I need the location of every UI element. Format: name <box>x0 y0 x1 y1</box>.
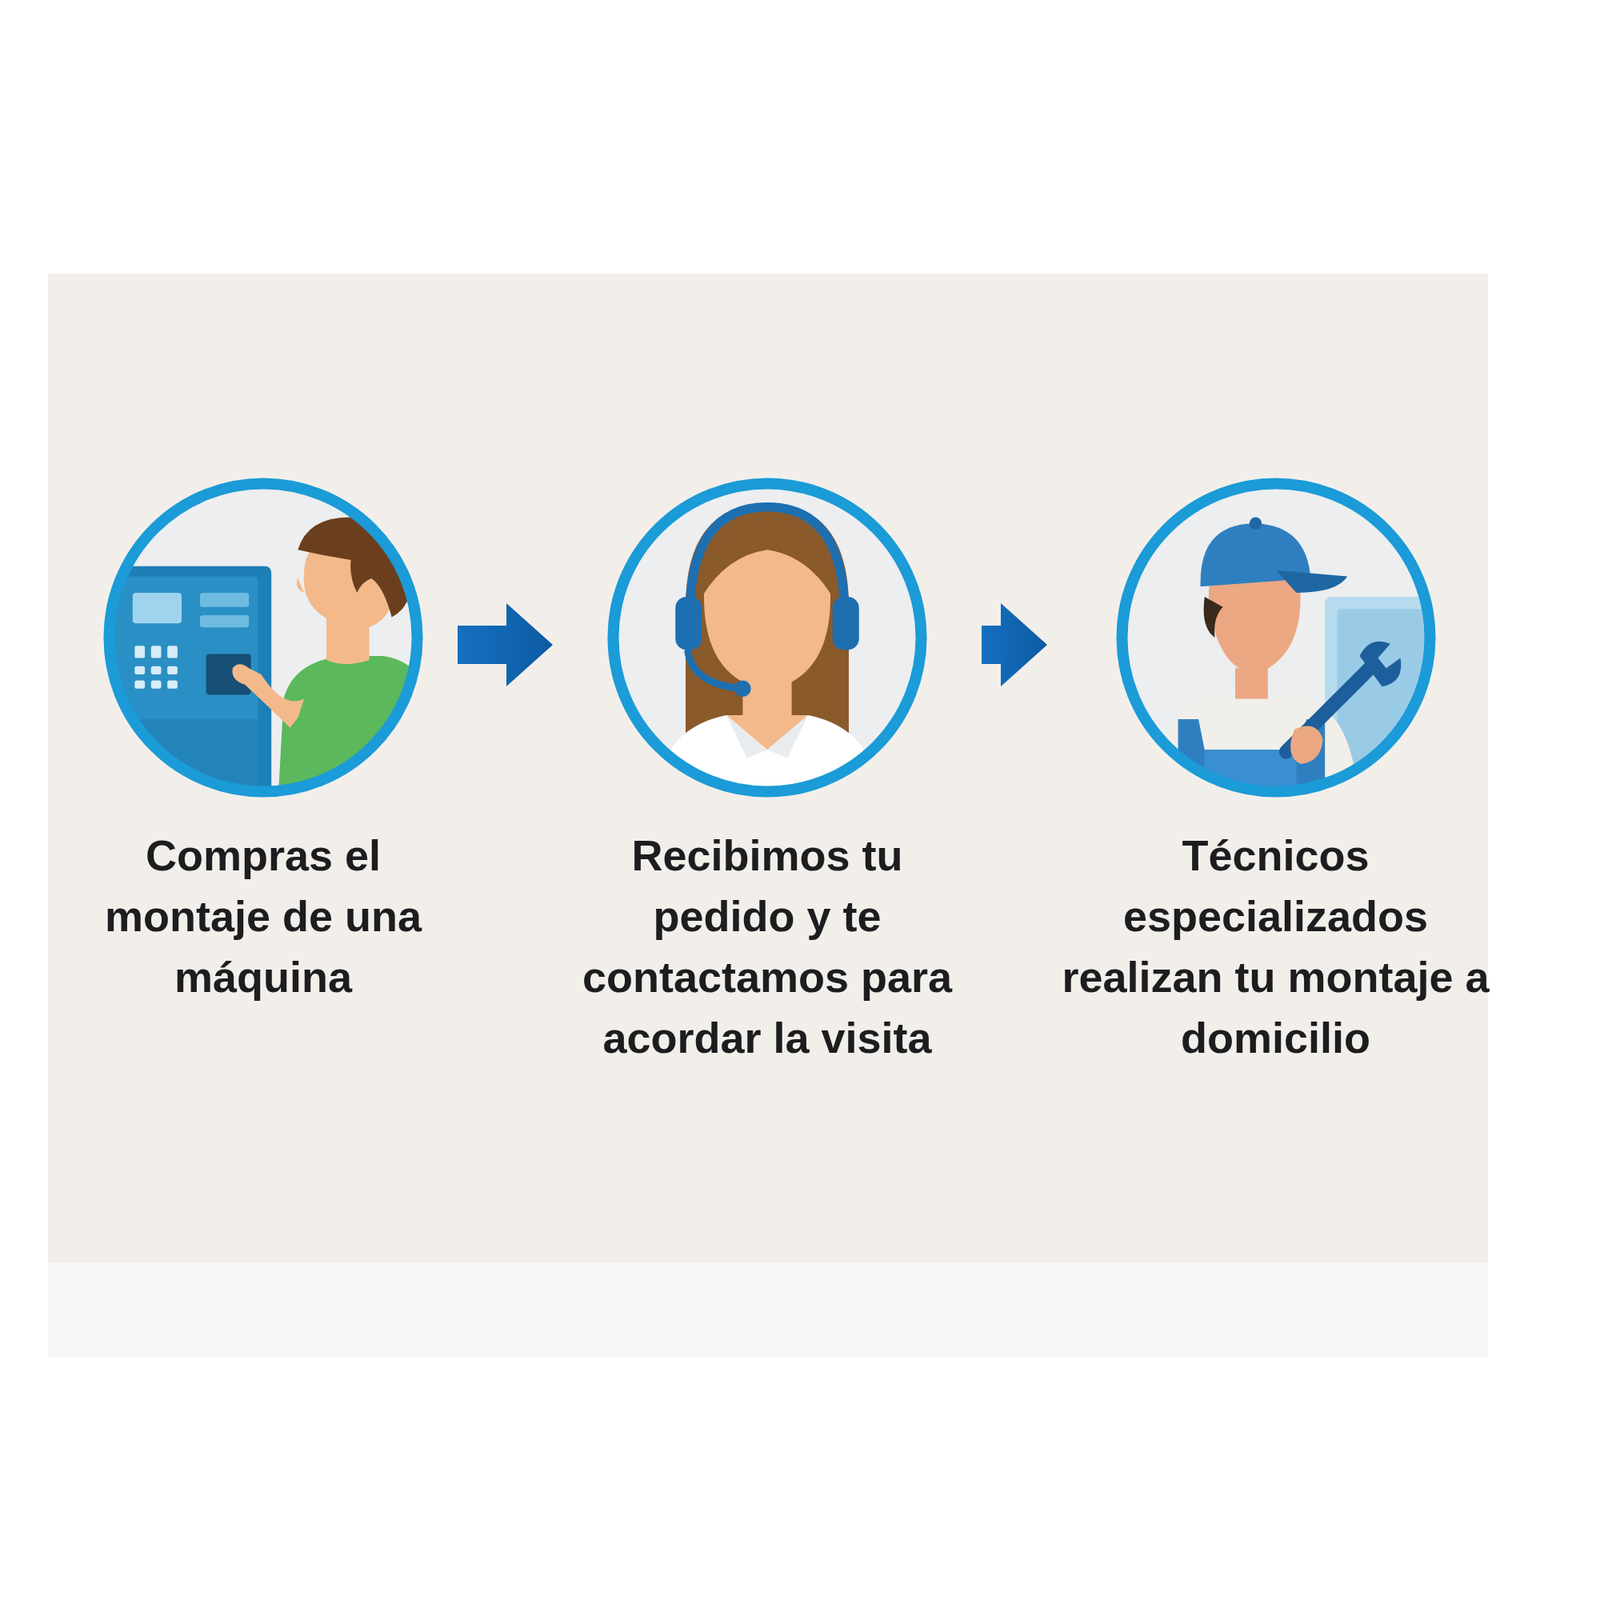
figure-part <box>734 680 751 697</box>
step-caption: Recibimos tu pedido y te contactamos par… <box>563 824 972 1068</box>
figure-part <box>151 680 162 689</box>
figure-part <box>284 696 332 750</box>
illustration <box>1153 517 1440 801</box>
step-node: Técnicos especializados realizan tu mont… <box>1053 474 1498 1068</box>
figure-part <box>1290 726 1324 765</box>
figure-part <box>151 645 162 658</box>
circle-border <box>1121 483 1430 792</box>
figure-part <box>232 664 304 732</box>
figure-part <box>167 645 178 658</box>
figure-part <box>296 578 304 593</box>
figure-part <box>200 615 249 628</box>
headset-mic <box>688 649 744 688</box>
beige-panel <box>48 273 1488 1263</box>
illustration <box>100 516 427 801</box>
figure-part <box>675 596 702 650</box>
step-icon <box>604 474 931 801</box>
figure-part <box>134 680 145 689</box>
block-arrow <box>981 603 1048 687</box>
figure-part <box>151 666 162 675</box>
figure-part <box>167 680 178 689</box>
figure-part <box>277 656 427 801</box>
figure-part <box>132 592 182 624</box>
block-arrow <box>457 603 553 687</box>
step-node: Recibimos tu pedido y te contactamos par… <box>559 474 976 1068</box>
figure-part <box>701 519 832 597</box>
figure-part <box>1359 641 1401 687</box>
illustration <box>655 503 880 801</box>
step-icon <box>100 474 427 801</box>
figure-part <box>167 666 178 675</box>
figure-part <box>134 666 145 675</box>
step-node: Compras el montaje de una máquina <box>75 474 452 1008</box>
figure-part <box>134 645 145 658</box>
step-caption: Técnicos especializados realizan tu mont… <box>1057 824 1494 1068</box>
figure-part <box>1203 596 1223 638</box>
figure-part <box>200 592 249 608</box>
step-icon <box>1112 474 1440 801</box>
circle-border <box>612 483 921 792</box>
figure-part <box>832 596 860 650</box>
figure-part <box>1276 570 1348 593</box>
step-caption: Compras el montaje de una máquina <box>79 824 448 1008</box>
grey-strip <box>48 1262 1488 1357</box>
figure-part <box>1248 517 1261 530</box>
circle-border <box>108 483 417 792</box>
headset-band <box>689 507 845 618</box>
